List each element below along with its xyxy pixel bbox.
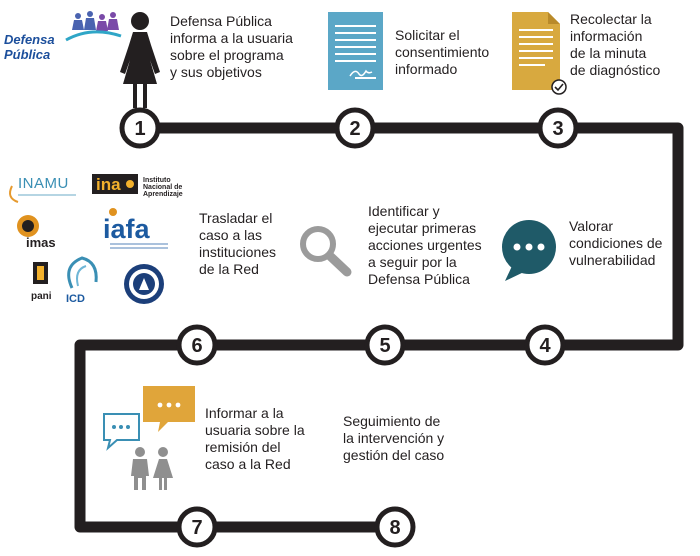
step-6-text: Trasladar el caso a las instituciones de… <box>199 210 277 277</box>
step-number-4: 4 <box>539 335 551 357</box>
seal-logo <box>124 264 164 304</box>
document-signature-icon <box>328 12 383 90</box>
step-1-text: Defensa Pública informa a la usuaria sob… <box>170 13 293 80</box>
step-circle-2: 2 <box>334 107 376 149</box>
icd-logo: ICD <box>66 256 98 305</box>
document-checklist-icon <box>512 12 567 95</box>
svg-text:pani: pani <box>31 291 52 302</box>
step-7-text: Informar a la usuaria sobre la remisión … <box>205 405 305 472</box>
step-circle-1: 1 <box>119 107 161 149</box>
step-number-7: 7 <box>191 517 202 539</box>
people-group-icon <box>72 11 119 31</box>
svg-text:Aprendizaje: Aprendizaje <box>143 191 183 198</box>
magnifier-icon <box>300 226 352 277</box>
pani-logo: pani <box>31 262 52 302</box>
svg-text:Nacional de: Nacional de <box>143 184 182 191</box>
step-number-6: 6 <box>191 335 202 357</box>
defensa-publica-logo: Defensa Pública <box>3 11 122 62</box>
svg-text:Instituto: Instituto <box>143 177 171 184</box>
svg-text:ICD: ICD <box>66 293 85 305</box>
svg-text:INAMU: INAMU <box>18 175 69 192</box>
step-number-2: 2 <box>349 118 360 140</box>
chat-bubbles-icon <box>103 386 195 451</box>
step-number-5: 5 <box>379 335 390 357</box>
svg-text:Pública: Pública <box>4 47 50 62</box>
step-number-8: 8 <box>389 517 400 539</box>
woman-figure-icon <box>153 447 173 490</box>
step-circle-3: 3 <box>537 107 579 149</box>
ina-logo: ina Instituto Nacional de Aprendizaje <box>92 174 183 198</box>
step-4-text: Valorar condiciones de vulnerabilidad <box>569 218 663 268</box>
imas-logo: imas <box>17 215 56 250</box>
inamu-logo: INAMU <box>9 175 76 203</box>
step-8-text: Seguimiento de la intervención y gestión… <box>343 413 445 463</box>
iafa-logo: iafa <box>103 208 168 249</box>
step-number-1: 1 <box>134 118 145 140</box>
woman-silhouette-icon <box>120 12 160 108</box>
svg-text:iafa: iafa <box>103 214 151 244</box>
step-2-text: Solicitar el consentimiento informado <box>395 27 490 77</box>
speech-bubble-icon <box>502 220 556 281</box>
svg-text:Defensa: Defensa <box>4 32 55 47</box>
svg-text:ina: ina <box>96 175 121 194</box>
step-circle-6: 6 <box>176 324 218 366</box>
man-figure-icon <box>131 447 149 490</box>
step-number-3: 3 <box>552 118 563 140</box>
step-5-text: Identificar y ejecutar primeras acciones… <box>368 203 482 287</box>
step-circle-4: 4 <box>524 324 566 366</box>
step-3-text: Recolectar la información de la minuta d… <box>570 11 661 78</box>
svg-text:imas: imas <box>26 235 56 250</box>
step-circle-8: 8 <box>374 506 416 548</box>
step-circle-5: 5 <box>364 324 406 366</box>
step-circle-7: 7 <box>176 506 218 548</box>
